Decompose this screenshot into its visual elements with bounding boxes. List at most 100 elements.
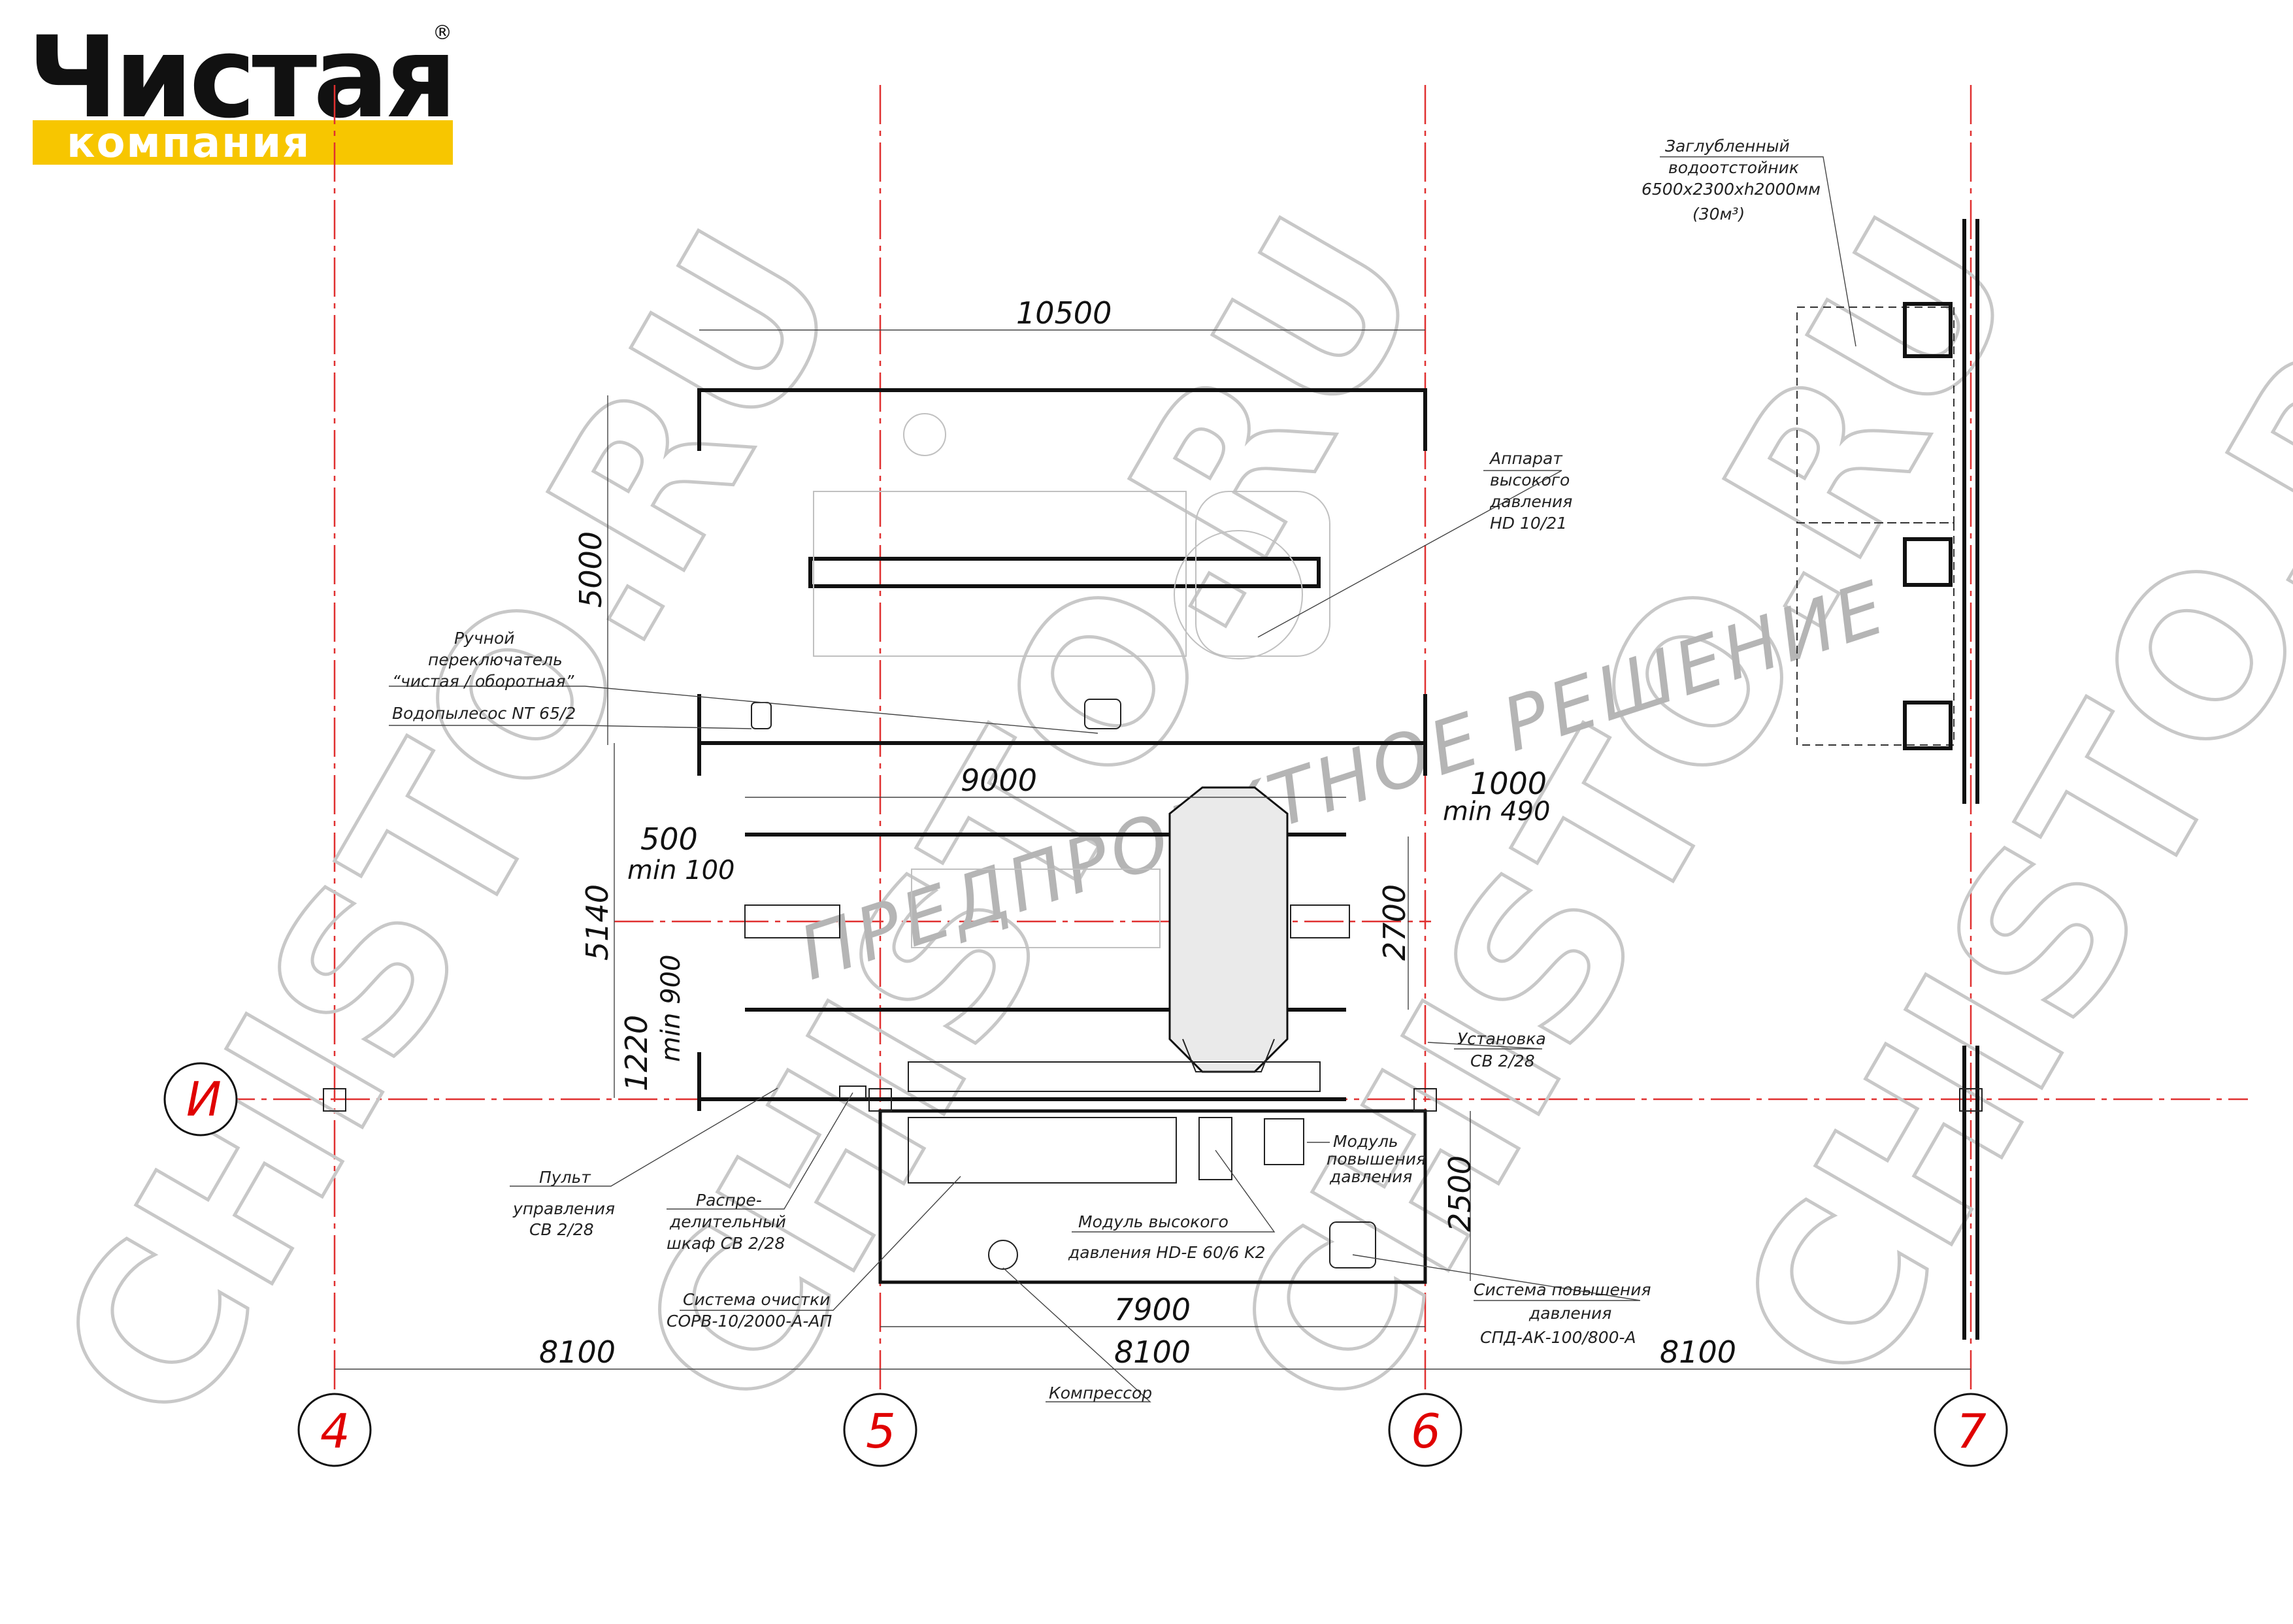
axis-markers: 4 5 6 7 И <box>163 1062 2008 1467</box>
axis-bubble-I <box>163 1062 238 1136</box>
dim-bay-height: 5140 <box>580 884 615 961</box>
callout-boost-system-1: Система повышения <box>1474 1280 1651 1299</box>
cabinet-icon <box>839 1085 866 1099</box>
callout-boost-module-3: давления <box>1329 1167 1412 1186</box>
dim-top-span: 10500 <box>1016 295 1112 331</box>
dim-lower-gap: 1220 <box>619 1015 654 1091</box>
dimension-texts: 10500 5000 9000 1000 min 490 500 min 100… <box>539 295 1736 1370</box>
upper-bay-rail <box>808 557 1321 588</box>
callout-cabinet-2: делительный <box>669 1212 786 1231</box>
dim-lower-gap-min: min 900 <box>656 955 686 1063</box>
callout-hp-unit-4: HD 10/21 <box>1490 514 1567 533</box>
leader-cabinet <box>667 1092 853 1210</box>
leader-panel <box>510 1087 778 1187</box>
tech-room <box>323 1085 1437 1284</box>
portal-base <box>1182 1038 1275 1072</box>
leader-boost-system <box>1352 1254 1641 1301</box>
dim-room-width: 7900 <box>1114 1292 1191 1327</box>
vacuum-icon <box>751 702 772 729</box>
callout-boost-module-1: Модуль <box>1333 1132 1398 1151</box>
leader-compressor <box>1002 1267 1151 1402</box>
axis-label-6: 6 <box>1411 1404 1441 1459</box>
settler-tank-lower <box>1796 522 1955 746</box>
axis-bubble-7 <box>1934 1393 2008 1467</box>
truck-wheel-outline <box>1174 530 1303 659</box>
dimension-lines <box>335 329 1971 1370</box>
leader-switch <box>389 686 1098 734</box>
dim-span-4-5: 8100 <box>539 1334 616 1370</box>
brush-left-pad <box>744 904 840 938</box>
callout-settler-1: Заглубленный <box>1665 137 1790 156</box>
callout-settler-4: (30м³) <box>1692 205 1745 224</box>
logo-yellow-band <box>33 120 453 165</box>
settler-area <box>1796 219 1983 1340</box>
dim-lane-width: 2700 <box>1377 884 1412 961</box>
callout-switch-1: Ручной <box>454 629 515 648</box>
pipe-rack <box>908 1061 1321 1092</box>
axis-label-7: 7 <box>1956 1404 1987 1459</box>
callout-panel-2: управления <box>512 1199 615 1218</box>
callout-install-2: СВ 2/28 <box>1470 1052 1535 1070</box>
callout-cleaning-2: СОРВ-10/2000-А-АП <box>667 1312 832 1331</box>
dim-right-gap-min: min 490 <box>1443 797 1551 827</box>
callout-hp-unit-1: Аппарат <box>1489 449 1563 468</box>
callout-settler-2: водоотстойник <box>1668 158 1799 177</box>
dim-left-gap: 500 <box>640 821 698 857</box>
upper-bay <box>697 388 1427 776</box>
column-6-square <box>1413 1088 1437 1112</box>
leader-install <box>1427 1042 1543 1050</box>
boost-module-block <box>1264 1118 1304 1165</box>
callout-settler-3: 6500x2300xh2000мм <box>1641 180 1821 199</box>
brush-right-pad <box>1290 904 1350 938</box>
dim-left-height: 5000 <box>573 531 608 608</box>
axis-label-I: И <box>186 1072 222 1127</box>
cleaning-system-block <box>908 1117 1177 1184</box>
leader-hp-module <box>1072 1150 1276 1233</box>
logo-word-kompaniya: компания <box>67 119 310 167</box>
callout-switch-3: “чистая / оборотная” <box>392 672 574 691</box>
callout-panel-3: СВ 2/28 <box>529 1220 594 1239</box>
compressor-icon <box>988 1240 1018 1270</box>
callout-compressor: Компрессор <box>1049 1384 1152 1402</box>
callout-hp-unit-2: высокого <box>1490 471 1570 489</box>
logo-registered-mark: ® <box>433 22 452 44</box>
company-logo: Чистая ® компания <box>27 12 457 167</box>
axis-bubble-5 <box>843 1393 917 1467</box>
hp-module-block <box>1198 1117 1232 1180</box>
boost-system-block <box>1329 1221 1376 1268</box>
callout-boost-system-3: СПД-АК-100/800-А <box>1480 1328 1636 1347</box>
callout-boost-module-2: повышения <box>1327 1150 1426 1168</box>
settler-hatch-2 <box>1903 537 1953 587</box>
truck-body-outline <box>813 491 1187 657</box>
leader-vacuum <box>389 725 752 729</box>
callouts: Заглубленный водоотстойник 6500x2300xh20… <box>392 137 1821 1402</box>
car-outline <box>911 869 1161 948</box>
settler-hatch-1 <box>1903 302 1953 358</box>
callout-panel-1: Пульт <box>539 1168 591 1187</box>
callout-hp-module-1: Модуль высокого <box>1078 1212 1229 1231</box>
callout-cabinet-1: Распре- <box>696 1191 762 1210</box>
callout-hp-unit-3: давления <box>1489 492 1572 511</box>
axis-bubble-6 <box>1388 1393 1462 1467</box>
callout-cabinet-3: шкаф СВ 2/28 <box>667 1234 785 1253</box>
callout-boost-system-2: давления <box>1528 1304 1611 1323</box>
callout-hp-module-2: давления HD-E 60/6 K2 <box>1068 1243 1265 1262</box>
dim-right-gap: 1000 <box>1470 766 1547 801</box>
dim-inner-span: 9000 <box>961 763 1037 798</box>
settler-hatch-3 <box>1903 701 1953 750</box>
callout-cleaning-1: Система очистки <box>683 1290 831 1309</box>
tech-room-walls <box>878 1109 1427 1284</box>
truck-cab-outline <box>1195 491 1330 657</box>
nozzle-outline <box>903 413 946 456</box>
axis-bubble-4 <box>297 1393 372 1467</box>
dim-room-depth: 2500 <box>1442 1155 1477 1232</box>
leader-settler <box>1660 156 1856 347</box>
callout-install-1: Установка <box>1457 1029 1546 1048</box>
switch-box-icon <box>1084 699 1121 729</box>
leader-hp-unit <box>1257 470 1562 638</box>
dim-span-5-6: 8100 <box>1114 1334 1191 1370</box>
upper-bay-top-wall <box>697 388 1427 451</box>
column-7-square <box>1959 1088 1983 1112</box>
